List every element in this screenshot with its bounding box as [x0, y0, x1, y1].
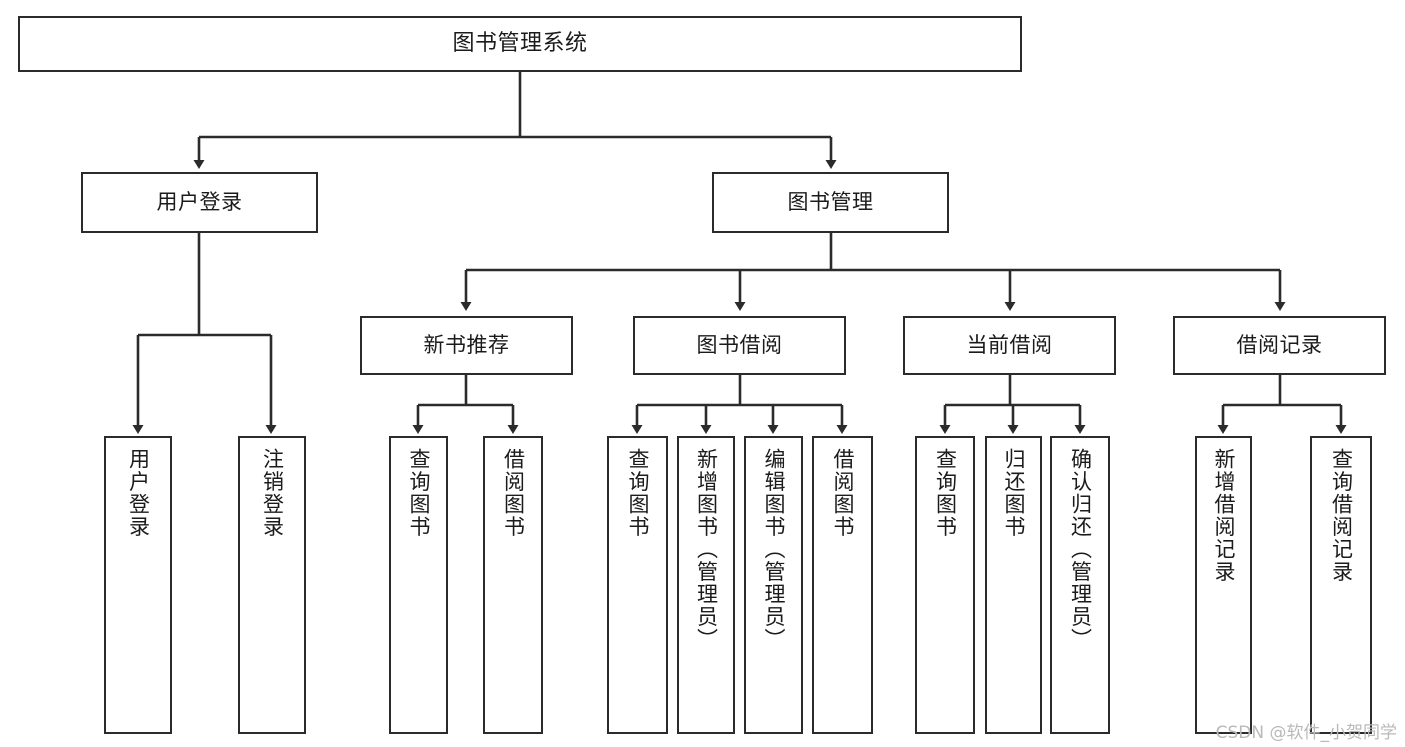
node-label: 查询借阅记录 [1329, 448, 1354, 583]
node-label: 新书推荐 [423, 333, 510, 358]
node-leaf-book-borrow-add[interactable]: 新增图书（管理员） [677, 436, 735, 734]
node-label: 用户登录 [126, 448, 151, 538]
node-leaf-current-borrow-return[interactable]: 归还图书 [985, 436, 1042, 734]
node-leaf-current-borrow-query[interactable]: 查询图书 [915, 436, 975, 734]
node-leaf-user-login-logout[interactable]: 注销登录 [238, 436, 306, 734]
node-root-book-management-system[interactable]: 图书管理系统 [18, 16, 1022, 72]
node-leaf-user-login-login[interactable]: 用户登录 [104, 436, 172, 734]
node-label: 借阅图书 [831, 448, 855, 538]
node-leaf-new-book-borrow[interactable]: 借阅图书 [483, 436, 543, 734]
node-leaf-borrow-record-add[interactable]: 新增借阅记录 [1195, 436, 1252, 734]
node-label: 确认归还（管理员） [1068, 448, 1093, 651]
node-label: 图书管理系统 [452, 31, 588, 57]
node-borrow-record[interactable]: 借阅记录 [1173, 316, 1386, 375]
node-label: 注销登录 [260, 448, 285, 538]
node-book-borrow[interactable]: 图书借阅 [633, 316, 846, 375]
node-label: 编辑图书（管理员） [762, 448, 786, 651]
node-leaf-book-borrow-borrow[interactable]: 借阅图书 [812, 436, 873, 734]
node-label: 图书借阅 [696, 333, 783, 358]
node-label: 新增借阅记录 [1212, 448, 1236, 583]
node-label: 归还图书 [1002, 448, 1026, 538]
node-leaf-borrow-record-query[interactable]: 查询借阅记录 [1310, 436, 1372, 734]
csdn-watermark: CSDN @软件_小贺同学 [1215, 723, 1397, 743]
node-label: 借阅记录 [1236, 333, 1323, 358]
node-label: 查询图书 [933, 448, 958, 538]
node-user-login[interactable]: 用户登录 [81, 172, 318, 233]
node-label: 查询图书 [626, 448, 650, 538]
node-label: 查询图书 [407, 448, 431, 538]
node-leaf-book-borrow-edit[interactable]: 编辑图书（管理员） [744, 436, 803, 734]
node-leaf-current-borrow-confirm-return[interactable]: 确认归还（管理员） [1050, 436, 1110, 734]
node-label: 当前借阅 [966, 333, 1053, 358]
node-current-borrow[interactable]: 当前借阅 [903, 316, 1116, 375]
node-new-book-recommend[interactable]: 新书推荐 [360, 316, 573, 375]
node-leaf-book-borrow-query[interactable]: 查询图书 [607, 436, 668, 734]
node-book-management[interactable]: 图书管理 [712, 172, 949, 233]
node-label: 借阅图书 [501, 448, 526, 538]
node-label: 新增图书（管理员） [694, 448, 719, 651]
node-label: 图书管理 [787, 190, 874, 215]
node-leaf-new-book-query[interactable]: 查询图书 [389, 436, 448, 734]
node-label: 用户登录 [156, 190, 243, 215]
